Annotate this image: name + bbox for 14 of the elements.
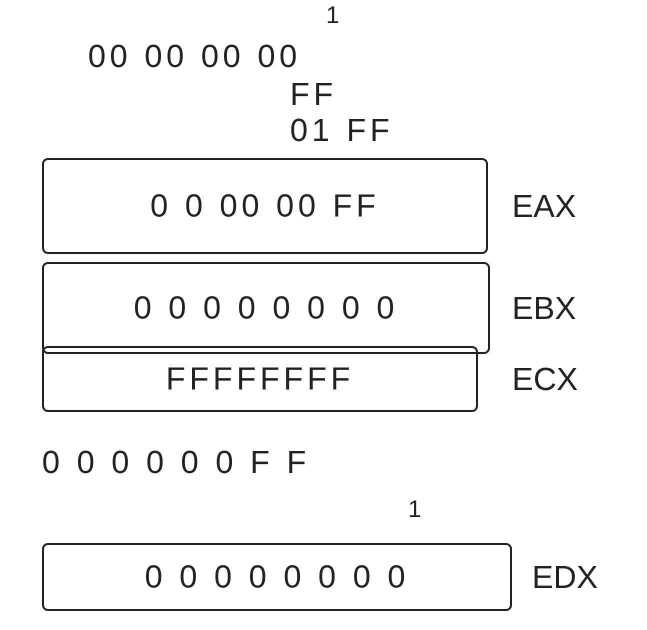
byte-value: FF <box>290 76 338 113</box>
bit-mark: 1 <box>408 496 426 524</box>
byte-value: 0 0 0 0 0 0 F F <box>42 444 310 481</box>
register-value: 0 0 0 0 0 0 0 0 <box>144 558 410 596</box>
register-name: EAX <box>512 188 576 225</box>
register-name: ECX <box>512 361 578 398</box>
register-value: FFFFFFFF <box>164 360 356 398</box>
byte-value: 01 FF <box>290 112 394 149</box>
bit-mark: 1 <box>326 2 344 30</box>
byte-value: 00 00 00 00 <box>88 38 302 75</box>
register-name: EBX <box>512 290 576 327</box>
register-name: EDX <box>532 559 598 596</box>
register-value: 0 0 00 00 FF <box>149 188 381 224</box>
register-value: 0 0 0 0 0 0 0 0 <box>132 290 400 326</box>
